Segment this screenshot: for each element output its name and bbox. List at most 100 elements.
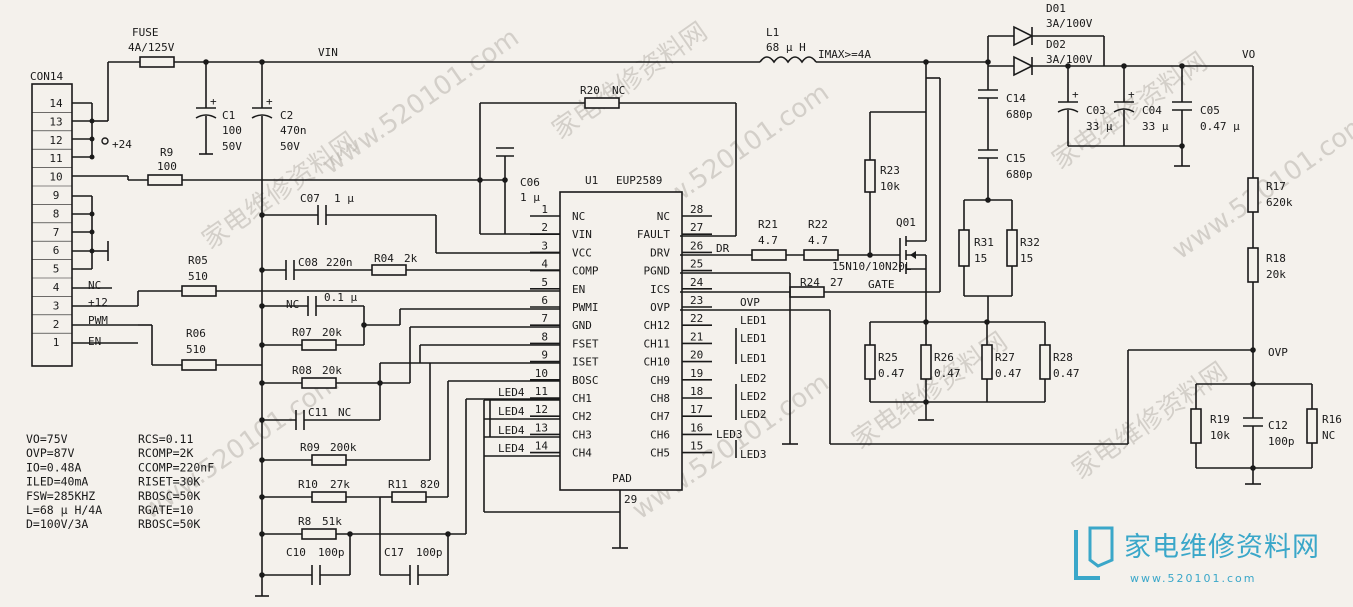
ic-pin-number: 27 [690, 221, 703, 234]
resistor-r18 [1248, 248, 1258, 282]
connector-pin-number: 11 [49, 152, 62, 165]
ic-pin-number: 12 [535, 403, 548, 416]
r19-value: 10k [1210, 429, 1230, 442]
c14-value: 680p [1006, 108, 1033, 121]
ic-pin-name: GND [572, 319, 592, 332]
r21-ref: R21 [758, 218, 778, 231]
c14-ref: C14 [1006, 92, 1026, 105]
r9-ref: R9 [160, 146, 173, 159]
watermark-text: 家电维修资料网 [547, 17, 713, 146]
net-label-ovp-node: OVP [1268, 346, 1288, 359]
r08-ref: R08 [292, 364, 312, 377]
net-label-dr: DR [716, 242, 730, 255]
resistor-r05 [182, 286, 216, 296]
d01-ref: D01 [1046, 2, 1066, 15]
r27-ref: R27 [995, 351, 1015, 364]
connector-pin-number: 13 [49, 115, 62, 128]
ic-pin-number: 19 [690, 367, 703, 380]
ic-part: EUP2589 [616, 174, 662, 187]
resistor-r27 [982, 345, 992, 379]
resistor-r8 [302, 529, 336, 539]
ic-pin-number: 28 [690, 203, 703, 216]
connector-pin-number: 1 [53, 336, 60, 349]
r06-value: 510 [186, 343, 206, 356]
resistor-r06 [182, 360, 216, 370]
r31-value: 15 [974, 252, 987, 265]
r20-ref: R20 [580, 84, 600, 97]
resistor-r9 [148, 175, 182, 185]
r31-ref: R31 [974, 236, 994, 249]
ic-pin-number: 15 [690, 440, 703, 453]
net-label-vo: VO [1242, 48, 1255, 61]
resistor-r28 [1040, 345, 1050, 379]
resistor-r26 [921, 345, 931, 379]
r19-ref: R19 [1210, 413, 1230, 426]
net-label-led4: LED4 [498, 405, 525, 418]
ic-pin-name: EN [572, 283, 585, 296]
connector-pin-number: 3 [53, 299, 60, 312]
r28-value: 0.47 [1053, 367, 1080, 380]
ic-pin-number: 18 [690, 385, 703, 398]
net-label-led1: LED1 [740, 332, 767, 345]
c06-value: 1 μ [520, 191, 540, 204]
r27-value: 0.47 [995, 367, 1022, 380]
net-label-led2: LED2 [740, 390, 767, 403]
spec-line: VO=75V [26, 432, 68, 446]
resistor-r22 [804, 250, 838, 260]
spec-line: RCS=0.11 [138, 432, 193, 446]
net-label-ovp: OVP [740, 296, 760, 309]
c17-ref: C17 [384, 546, 404, 559]
ncap-ref: NC [286, 298, 299, 311]
c06-ref: C06 [520, 176, 540, 189]
resistor-r20 [585, 98, 619, 108]
spec-line: RBOSC=50K [138, 517, 200, 531]
ic-pin-number: 24 [690, 276, 704, 289]
r8-ref: R8 [298, 515, 311, 528]
ic-pin-number: 16 [690, 421, 703, 434]
c15-ref: C15 [1006, 152, 1026, 165]
net-label-plus12: +12 [88, 296, 108, 309]
ic-pin-name: COMP [572, 265, 599, 278]
net-label-imax: IMAX>=4A [818, 48, 871, 61]
l1-value: 68 μ H [766, 41, 806, 54]
spec-line: RISET=30K [138, 475, 200, 489]
ic-pin-name: ISET [572, 356, 599, 369]
ic-pin-number: 22 [690, 312, 703, 325]
r10-ref: R10 [298, 478, 318, 491]
r24-ref: R24 [800, 276, 820, 289]
ic-pin-name: BOSC [572, 374, 599, 387]
r25-ref: R25 [878, 351, 898, 364]
c2-value: 470n [280, 124, 307, 137]
q01-ref: Q01 [896, 216, 916, 229]
r23-value: 10k [880, 180, 900, 193]
ic-pin-name: VCC [572, 246, 592, 259]
svg-text:+: + [1072, 88, 1079, 101]
ic-pin-name: CH6 [650, 428, 670, 441]
r05-value: 510 [188, 270, 208, 283]
resistor-r08 [302, 378, 336, 388]
c07-value: 1 μ [334, 192, 354, 205]
ic-pin-number: 26 [690, 239, 703, 252]
resistor-r07 [302, 340, 336, 350]
c12-ref: C12 [1268, 419, 1288, 432]
c05-ref: C05 [1200, 104, 1220, 117]
c03-value: 33 μ [1086, 120, 1113, 133]
r09-ref: R09 [300, 441, 320, 454]
ic-pin-number: 9 [541, 349, 548, 362]
ic-pin-name: CH10 [644, 356, 671, 369]
r18-value: 20k [1266, 268, 1286, 281]
ic-pin-name: OVP [650, 301, 670, 314]
d02-ref: D02 [1046, 38, 1066, 51]
spec-line: RBOSC=50K [138, 489, 200, 503]
net-label-led1: LED1 [740, 314, 767, 327]
ic-pin-number: 23 [690, 294, 703, 307]
ic-pin-name: CH12 [644, 319, 671, 332]
spec-line: CCOMP=220nF [138, 460, 214, 474]
r08-value: 20k [322, 364, 342, 377]
watermark-text: 家电维修资料网 [1067, 357, 1233, 486]
spec-table: VO=75VOVP=87VIO=0.48AILED=40mAFSW=285KHZ… [26, 432, 214, 531]
ic-pin-name: PGND [644, 265, 671, 278]
r8-value: 51k [322, 515, 342, 528]
connector-pin-number: 4 [53, 281, 60, 294]
spec-line: OVP=87V [26, 446, 75, 460]
